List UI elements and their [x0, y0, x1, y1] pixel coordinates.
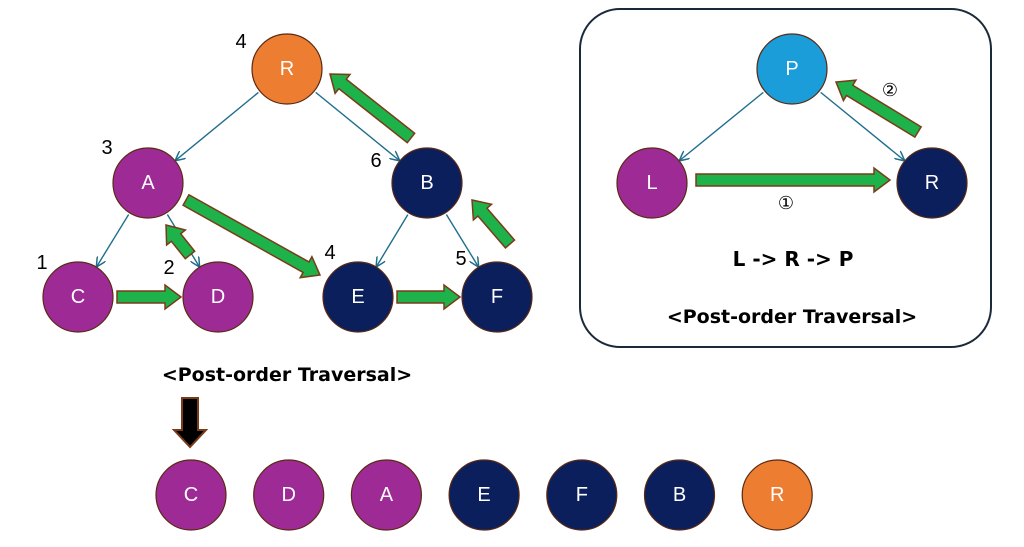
sequence-node-1-circle — [155, 459, 227, 531]
step-two-label: ② — [882, 80, 898, 100]
edge-P-R — [820, 91, 904, 160]
sequence-node-3: A — [350, 459, 422, 531]
arrow-L-to-R — [695, 166, 892, 194]
order-number-B: 6 — [370, 150, 381, 172]
edge-R-A — [176, 91, 259, 160]
sequence-node-2-label: D — [281, 484, 295, 506]
sequence-node-5-circle — [546, 459, 618, 531]
order-number-A: 3 — [101, 137, 112, 159]
tree-node-A-label: A — [141, 172, 155, 194]
tree-node-A: A — [112, 147, 184, 219]
arrow-A-to-E — [182, 193, 322, 279]
tree-edges — [97, 91, 478, 267]
tree-node-B-label: B — [420, 172, 433, 194]
edge-P-L — [680, 91, 764, 160]
sequence-node-6-circle — [643, 459, 716, 531]
tree-node-E-circle — [322, 261, 394, 333]
traversal-title: <Post-order Traversal> — [162, 364, 412, 386]
edge-B-F — [445, 214, 478, 267]
tree-node-B: B — [391, 147, 463, 219]
tree-node-R: R — [251, 33, 323, 105]
tree-node-F-label: F — [491, 286, 503, 308]
edge-A-C — [97, 214, 130, 267]
tree-node-C-circle — [42, 261, 114, 333]
traversal-arrows — [116, 73, 923, 311]
sequence-node-6: B — [643, 459, 716, 531]
arrow-E-to-F — [396, 283, 462, 311]
sequence-node-4-label: E — [477, 484, 490, 506]
sequence-node-2-circle — [253, 459, 325, 531]
edge-R-B — [315, 91, 399, 160]
sequence-node-4-circle — [448, 459, 520, 531]
edge-B-E — [377, 214, 409, 267]
sequence-node-7-label: R — [770, 484, 784, 506]
panel-node-P-circle — [756, 33, 828, 105]
order-number-E: 4 — [324, 242, 335, 264]
sequence-node-2: D — [253, 459, 325, 531]
arrow-B-to-R — [329, 73, 416, 144]
tree-node-D-label: D — [211, 286, 225, 308]
panel-nodes: P L R — [616, 33, 968, 219]
tree-node-R-circle — [251, 33, 323, 105]
panel-node-P-label: P — [785, 58, 798, 80]
tree-node-C-label: C — [71, 286, 85, 308]
sequence-node-1-label: C — [184, 484, 198, 506]
arrow-R-to-P — [834, 79, 923, 139]
step-one-label: ① — [778, 193, 794, 213]
panel-title: <Post-order Traversal> — [667, 306, 917, 328]
arrow-F-to-B — [471, 199, 516, 249]
tree-node-C: C — [42, 261, 114, 333]
sequence-node-3-circle — [350, 459, 422, 531]
arrow-D-to-A — [165, 224, 196, 260]
tree-nodes: R A B C D E F — [42, 33, 533, 333]
panel-node-R-label: R — [925, 172, 939, 194]
sequence-node-7: R — [741, 459, 813, 531]
order-number-C: 1 — [36, 252, 47, 274]
sequence-node-6-label: B — [673, 484, 686, 506]
sequence-node-4: E — [448, 459, 520, 531]
tree-node-D: D — [182, 261, 254, 333]
panel-node-P: P — [756, 33, 828, 105]
order-number-F: 5 — [455, 248, 466, 270]
panel-node-L-circle — [616, 147, 688, 219]
tree-node-D-circle — [182, 261, 254, 333]
tree-node-E-label: E — [351, 286, 364, 308]
panel-node-L: L — [616, 147, 688, 219]
tree-node-A-circle — [112, 147, 184, 219]
tree-node-R-label: R — [280, 58, 294, 80]
sequence-node-5-label: F — [576, 484, 588, 506]
panel-node-L-label: L — [646, 172, 657, 194]
arrow-C-to-D — [116, 283, 183, 311]
tree-node-E: E — [322, 261, 394, 333]
panel-node-R: R — [896, 147, 968, 219]
sequence-node-5: F — [546, 459, 618, 531]
sequence-node-3-label: A — [380, 484, 394, 506]
sequence-node-1: C — [155, 459, 227, 531]
tree-node-F: F — [461, 261, 533, 333]
panel-node-R-circle — [896, 147, 968, 219]
sequence-node-7-circle — [741, 459, 813, 531]
tree-node-B-circle — [391, 147, 463, 219]
order-number-D: 2 — [163, 257, 174, 279]
tree-node-F-circle — [461, 261, 533, 333]
postorder-formula: L -> R -> P — [733, 247, 854, 271]
down-arrow-icon — [171, 397, 209, 449]
panel-edges — [680, 91, 904, 160]
order-number-R: 4 — [235, 31, 246, 53]
